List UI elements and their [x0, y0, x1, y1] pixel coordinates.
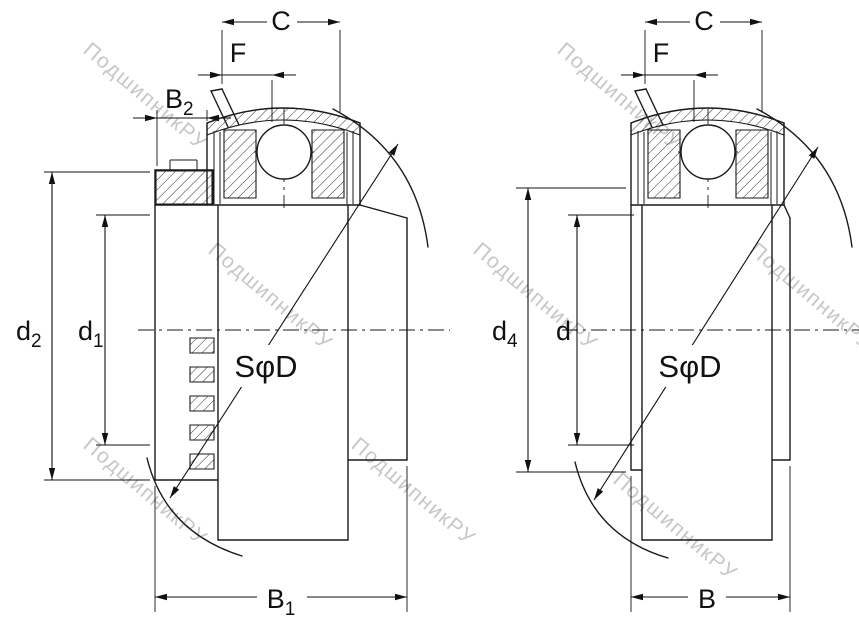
lockwasher-serrations — [189, 337, 215, 470]
bearing-ball — [680, 124, 736, 180]
dim-label-sphere-diameter: SφD — [658, 349, 721, 384]
dim-label-f: F — [653, 38, 670, 68]
watermark-text: ПодшипникРУ — [609, 468, 742, 585]
label-backing — [648, 345, 732, 387]
label-backing — [257, 580, 307, 614]
right-dimension-c: C — [644, 6, 763, 112]
left-dimension-b1: B1 — [154, 466, 408, 620]
left-dimension-sphere-diameter: SφD — [169, 143, 399, 499]
watermark-text: ПодшипникРУ — [79, 433, 212, 550]
dim-label-f: F — [230, 38, 247, 68]
watermark-text: ПодшипникРУ — [204, 238, 337, 355]
right-dimension-sphere-diameter: SφD — [593, 146, 819, 501]
right-bearing-view: C F d4 d B — [492, 6, 859, 614]
right-dimension-f: F — [621, 38, 718, 122]
watermark-text: ПодшипникРУ — [347, 433, 480, 550]
dim-label-b2: B2 — [165, 84, 194, 120]
watermark-text: ПодшипникРУ — [79, 38, 212, 155]
left-dimension-b2: B2 — [133, 84, 231, 166]
left-dimension-c: C — [221, 6, 341, 112]
dim-label-d1: d1 — [78, 316, 104, 352]
label-backing — [267, 6, 297, 36]
sphere-arc-bottom — [146, 457, 243, 557]
locknut-section — [155, 170, 213, 205]
left-bearing-view: C F B2 d2 d1 — [16, 6, 450, 620]
dim-label-b: B — [698, 584, 716, 614]
dim-label-d: d — [556, 316, 571, 346]
dim-label-d2: d2 — [16, 316, 42, 352]
label-backing — [224, 345, 308, 387]
left-dimension-d2: d2 — [16, 171, 150, 481]
label-backing — [690, 6, 720, 36]
right-dimension-d4: d4 — [492, 187, 626, 473]
bearing-ball — [256, 124, 312, 180]
sphere-arc-right — [332, 108, 429, 248]
dim-label-c: C — [271, 6, 291, 36]
slinger-flange — [634, 88, 664, 128]
left-dimension-d1: d1 — [78, 214, 150, 446]
dim-label-c: C — [694, 6, 714, 36]
label-backing — [688, 580, 726, 614]
dim-label-sphere-diameter: SφD — [234, 349, 297, 384]
dim-label-d4: d4 — [492, 316, 518, 352]
dim-label-b1: B1 — [267, 584, 296, 620]
watermark-text: ПодшипникРУ — [745, 238, 859, 355]
slinger-flange — [210, 88, 240, 128]
watermark-text: ПодшипникРУ — [469, 238, 602, 355]
sphere-arc-right — [756, 108, 853, 248]
left-dimension-f: F — [198, 38, 296, 122]
sphere-arc-bottom — [574, 461, 669, 559]
